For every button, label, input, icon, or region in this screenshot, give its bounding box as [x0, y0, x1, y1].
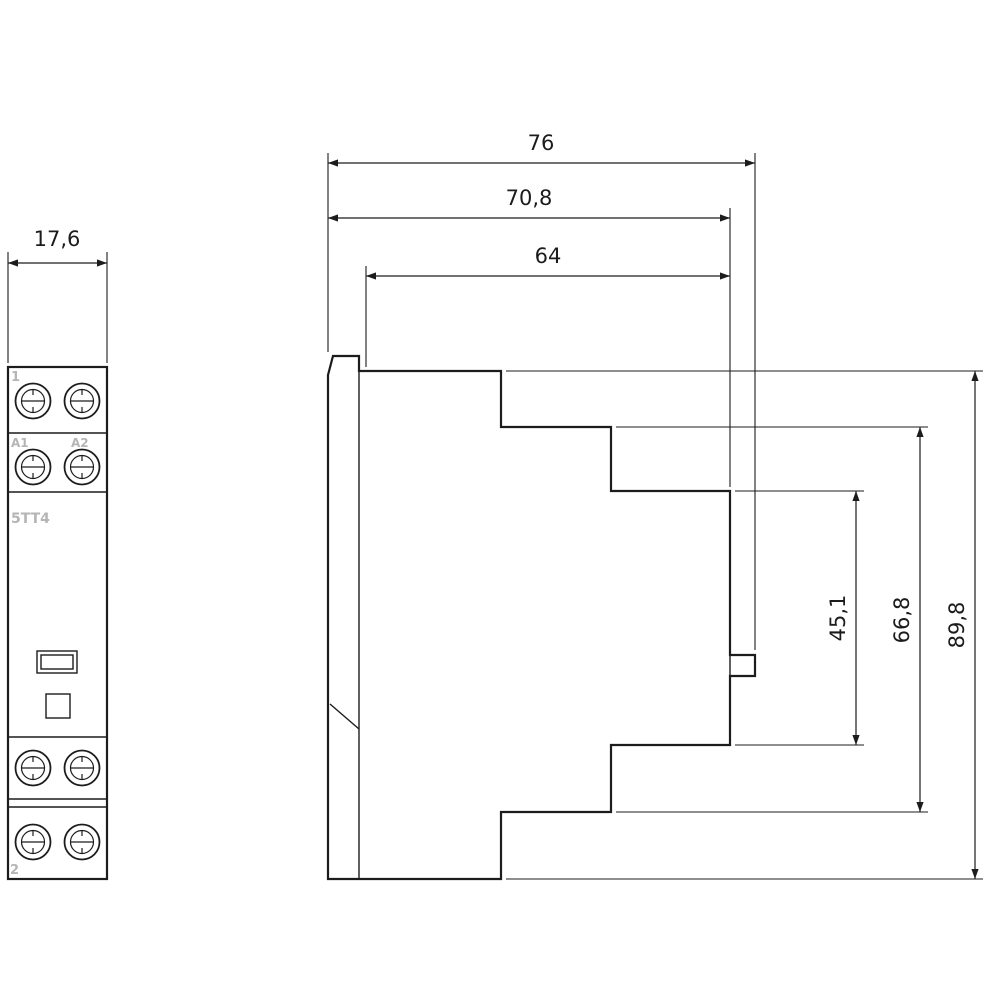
dimension-label-depth-overall: 76 [528, 131, 555, 155]
side-profile-outline [326, 354, 757, 881]
dimension-label-height-overall: 89,8 [945, 602, 969, 649]
screw-terminal [14, 382, 52, 420]
terminal-2-label: 2 [10, 863, 19, 878]
dimension-height-overall: 89,8 [506, 370, 983, 880]
screw-terminal [63, 448, 101, 486]
indicator-window-outer [36, 650, 78, 674]
dimension-label-front-width: 17,6 [34, 227, 81, 251]
dimension-label-depth-enclosure: 64 [535, 244, 562, 268]
dimension-height-mid: 66,8 [616, 426, 928, 813]
status-square [45, 693, 71, 719]
dimension-depth-enclosure: 64 [365, 244, 730, 367]
screw-terminal [63, 749, 101, 787]
screw-terminal [14, 823, 52, 861]
dimension-depth-overall: 76 [327, 131, 756, 650]
indicator-window-inner [40, 654, 74, 670]
screw-terminal [63, 823, 101, 861]
terminal-a1-label: A1 [11, 436, 29, 450]
terminal-1-label: 1 [11, 370, 20, 385]
cover-chamfer-line [329, 703, 360, 730]
dimension-label-height-mid: 66,8 [890, 597, 914, 644]
side-view [326, 354, 757, 881]
screw-terminal [14, 749, 52, 787]
terminal-a2-label: A2 [71, 436, 89, 450]
screw-terminal [63, 382, 101, 420]
dimension-height-rear: 45,1 [735, 490, 864, 746]
dimension-label-depth-body: 70,8 [506, 186, 553, 210]
product-type-label: 5TT4 [11, 511, 50, 527]
dimension-depth-body: 70,8 [328, 186, 731, 487]
screw-terminal [14, 448, 52, 486]
dimension-label-height-rear: 45,1 [826, 595, 850, 642]
front-view: 1 A1 A2 5TT4 2 [6, 365, 109, 881]
dimension-front-width: 17,6 [7, 227, 108, 363]
